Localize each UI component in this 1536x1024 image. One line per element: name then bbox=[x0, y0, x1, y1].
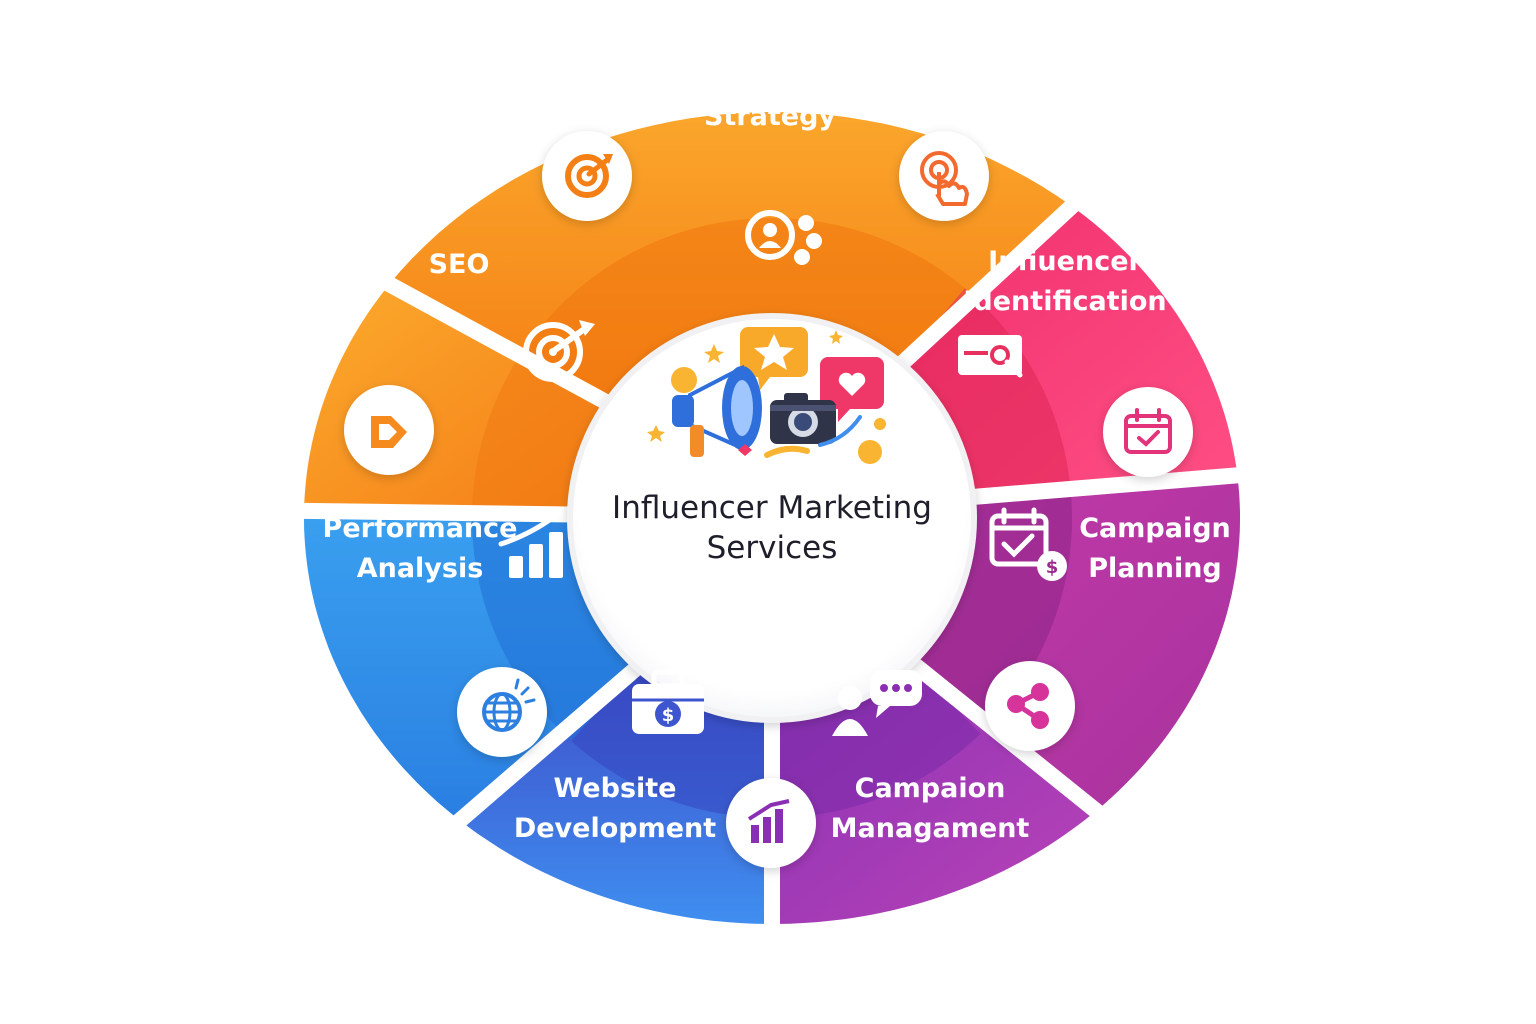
sparkle-star bbox=[647, 425, 665, 442]
confetti-ribbon-blue bbox=[818, 415, 862, 447]
camera-icon bbox=[770, 393, 836, 444]
label-website-development-line1: Website bbox=[553, 773, 676, 804]
target-arrow-icon bbox=[523, 320, 595, 382]
badge-globe bbox=[457, 667, 547, 757]
label-campaign-planning-line2: Planning bbox=[1088, 553, 1222, 584]
hub-illustration bbox=[647, 327, 886, 464]
label-campaign-management-line2: Managament bbox=[831, 813, 1030, 844]
heart-bubble-icon bbox=[820, 357, 884, 422]
divider-influencer-identification bbox=[895, 193, 1085, 371]
megaphone-icon bbox=[672, 364, 762, 457]
label-influencer-identification-line1: Infiuencer bbox=[988, 246, 1142, 277]
label-strategy-line1: Strategy bbox=[704, 101, 836, 132]
divider-campaign-planning bbox=[970, 466, 1249, 506]
label-campaign-planning-line1: Campaign bbox=[1079, 513, 1231, 544]
emoji-coin-icon bbox=[671, 367, 697, 393]
badge-tag bbox=[344, 385, 434, 475]
label-performance-analysis-line1: Performance bbox=[323, 513, 518, 544]
sparkle-dot bbox=[874, 418, 886, 430]
inner-ring-strategy bbox=[526, 218, 965, 404]
inner-ring-campaign-planning bbox=[910, 486, 1072, 734]
labels-layer: StrategyInfiuencerIdentificationCampaign… bbox=[323, 101, 1231, 844]
chat-bubbles-icon bbox=[832, 670, 922, 736]
badge-bar-chart bbox=[726, 778, 816, 868]
confetti-ribbon bbox=[764, 445, 810, 458]
label-influencer-identification-line2: Identification bbox=[963, 286, 1166, 317]
divider-performance-analysis bbox=[446, 660, 644, 834]
label-performance-analysis-line2: Analysis bbox=[357, 553, 484, 584]
hub-title-line2: Services bbox=[707, 530, 838, 566]
inner-ring-campaign-management bbox=[772, 661, 981, 818]
hub-title-line1: Influencer Marketing bbox=[612, 490, 932, 526]
divider-strategy bbox=[376, 272, 612, 411]
badge-tap-hand bbox=[899, 131, 989, 221]
label-campaign-management-line1: Campaion bbox=[855, 773, 1006, 804]
badge-calendar-check bbox=[1103, 387, 1193, 477]
sparkle-star bbox=[829, 330, 843, 344]
badge-share bbox=[985, 661, 1075, 751]
star-bubble-icon bbox=[740, 327, 808, 390]
search-profile-icon bbox=[958, 335, 1023, 378]
confetti-piece bbox=[738, 444, 752, 456]
calendar-budget-icon: $ bbox=[989, 507, 1067, 581]
inner-ring-website-development bbox=[571, 666, 772, 818]
sparkle-star bbox=[704, 344, 724, 363]
badge-strategy-target bbox=[542, 131, 632, 221]
svg-text:$: $ bbox=[662, 705, 675, 726]
label-seo-line1: SEO bbox=[429, 249, 490, 280]
growth-chart-icon bbox=[498, 508, 563, 578]
briefcase-dollar-icon: $ bbox=[632, 669, 704, 734]
coin-icon bbox=[858, 440, 882, 464]
label-website-development-line2: Development bbox=[514, 813, 716, 844]
svg-text:$: $ bbox=[1046, 557, 1059, 578]
audience-icon bbox=[745, 210, 822, 265]
hub-circle bbox=[567, 313, 977, 723]
inner-ring-influencer-identification bbox=[900, 288, 1071, 498]
divider-seo bbox=[293, 502, 573, 523]
